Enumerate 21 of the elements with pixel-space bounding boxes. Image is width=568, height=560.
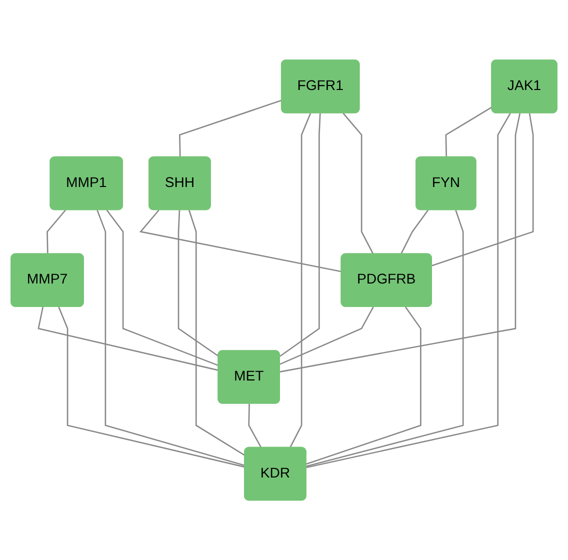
- connector: [188, 210, 246, 456]
- connector: [38, 306, 219, 371]
- connector: [342, 112, 374, 254]
- connector: [178, 210, 219, 357]
- connector: [280, 113, 521, 372]
- connector: [58, 306, 246, 468]
- connector: [432, 113, 534, 266]
- connector: [400, 210, 429, 254]
- connector: [106, 210, 219, 366]
- connector: [280, 113, 321, 357]
- connector: [280, 306, 374, 365]
- connector: [46, 210, 66, 254]
- connector: [96, 210, 246, 466]
- connector: [248, 404, 262, 448]
- connector: [139, 210, 342, 272]
- connector: [445, 106, 492, 158]
- connector: [306, 112, 511, 468]
- connector: [289, 112, 312, 448]
- connector: [306, 306, 422, 464]
- connector: [179, 100, 282, 158]
- connector: [306, 210, 464, 467]
